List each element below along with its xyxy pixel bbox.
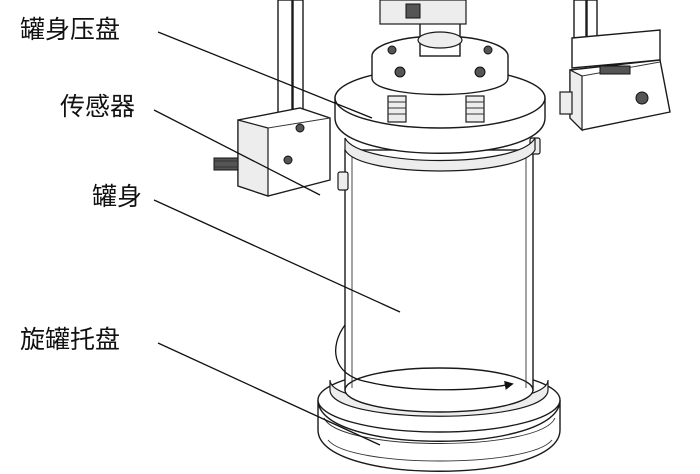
leader-tank-lid: [157, 31, 373, 119]
right-sensor-assembly: [559, 0, 671, 132]
leader-sensor: [153, 109, 321, 196]
label-rotary-tray: 旋罐托盘: [20, 325, 120, 354]
label-tank-lid: 罐身压盘: [20, 15, 120, 44]
curved-arrow-right-icon: [335, 324, 514, 391]
left-sensor-assembly: [213, 0, 331, 197]
label-sensor: 传感器: [60, 92, 135, 121]
tank-body: [337, 137, 541, 413]
leader-rotary-tray: [157, 342, 381, 446]
leader-tank-body: [153, 199, 401, 313]
lid-springs: [387, 95, 485, 123]
tank-lid-plate: [334, 0, 546, 172]
label-tank-body: 罐身: [92, 182, 142, 211]
